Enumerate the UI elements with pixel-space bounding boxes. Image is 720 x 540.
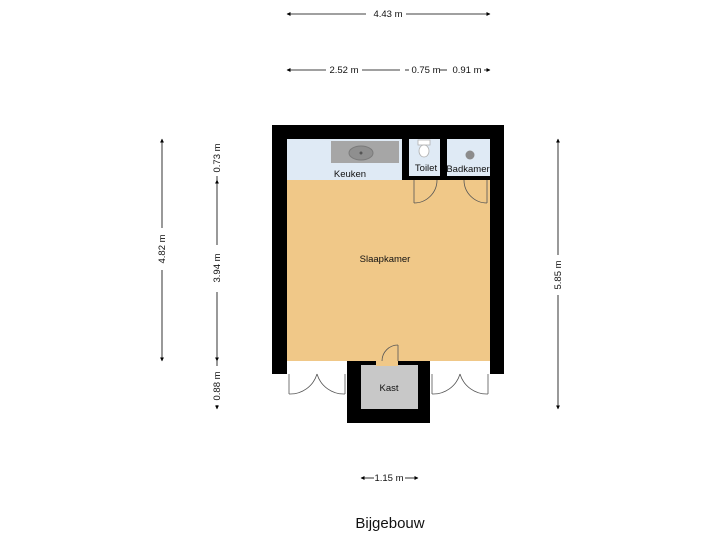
closet-door-gap — [376, 361, 398, 366]
interior-wall-1 — [402, 139, 409, 180]
door-swing-icon — [431, 373, 489, 395]
horizontal-dimension-lines — [286, 12, 491, 480]
dimension-kast-width: 1.15 m — [374, 473, 403, 484]
door-swing-icon — [463, 179, 488, 204]
room-label-keuken: Keuken — [334, 169, 366, 180]
dimension-right-total: 5.85 m — [553, 260, 564, 289]
closet — [347, 361, 430, 423]
dimension-total-width: 4.43 m — [373, 9, 402, 20]
room-label-slaapkamer: Slaapkamer — [360, 254, 411, 265]
room-label-badkamer: Badkamer — [446, 164, 489, 175]
room-label-toilet: Toilet — [415, 163, 438, 174]
closet-floor — [361, 365, 418, 409]
interior-wall-2 — [440, 139, 447, 180]
room-label-kast: Kast — [379, 383, 398, 394]
sink-icon — [331, 141, 399, 163]
door-swing-icon — [413, 179, 438, 204]
door-opening-left — [287, 361, 347, 374]
dimension-left-top: 0.73 m — [212, 143, 223, 172]
dimension-seg-a: 2.52 m — [329, 65, 358, 76]
dimension-seg-c: 0.91 m — [452, 65, 481, 76]
dimension-left-middle: 3.94 m — [212, 253, 223, 282]
vertical-dimension-lines — [160, 138, 560, 410]
dimension-left-total: 4.82 m — [157, 234, 168, 263]
door-swing-icon — [288, 373, 346, 395]
dimension-seg-b: 0.75 m — [411, 65, 440, 76]
toilet-icon — [417, 139, 431, 158]
dimension-left-bottom: 0.88 m — [212, 371, 223, 400]
plan-title: Bijgebouw — [355, 515, 424, 532]
door-opening-right — [430, 361, 490, 374]
wet-rooms-bottom-wall — [402, 176, 490, 180]
building-outline — [272, 125, 504, 374]
shower-drain-icon — [465, 150, 475, 160]
door-swing-icon — [381, 344, 399, 362]
door-swings — [288, 179, 489, 395]
